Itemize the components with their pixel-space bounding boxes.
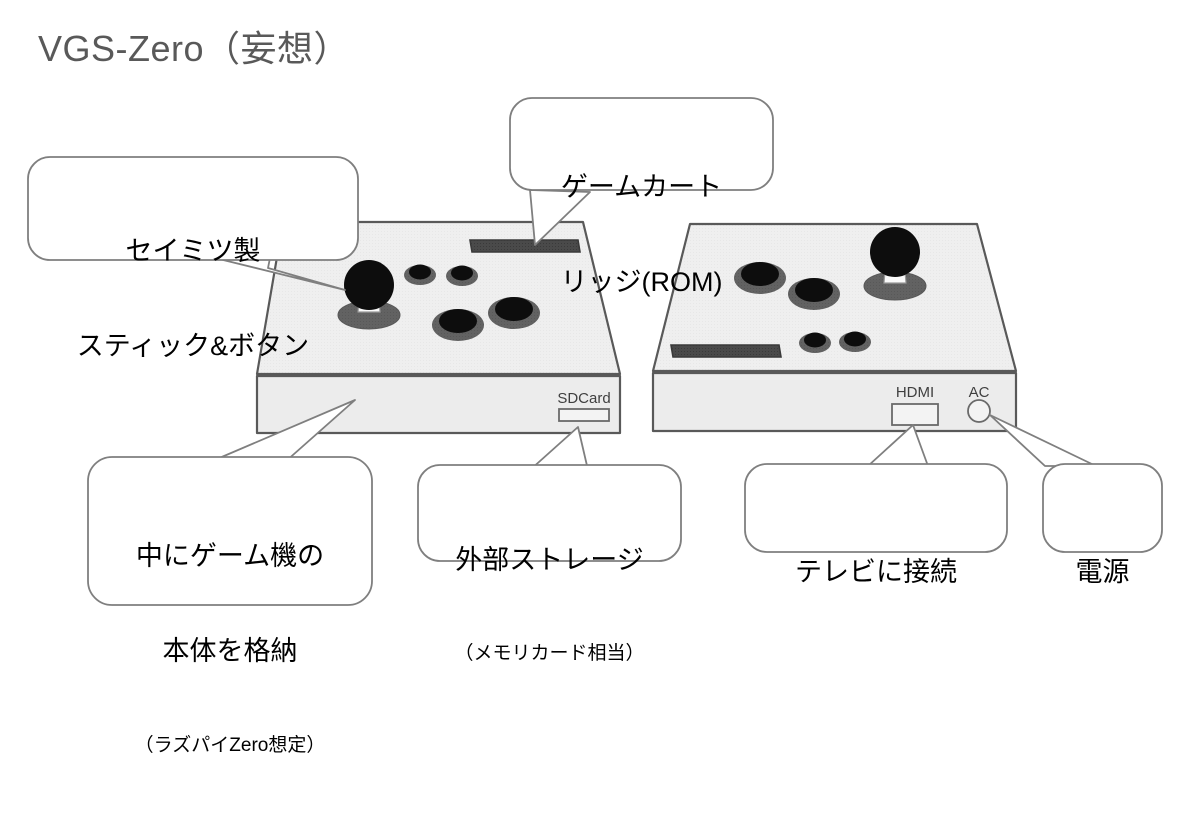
right-device	[651, 222, 1018, 433]
button-large-3-top[interactable]	[741, 262, 779, 286]
hdmi-port[interactable]	[891, 403, 939, 426]
button-small-3-top[interactable]	[804, 332, 826, 348]
callout-stick-and-buttons[interactable]	[27, 156, 359, 291]
left-device-front-panel	[255, 374, 622, 435]
button-small-1-top[interactable]	[409, 264, 431, 280]
callout-power-box[interactable]	[1042, 463, 1163, 553]
callout-game-cartridge-box[interactable]	[509, 97, 774, 191]
callout-sub-label: （メモリカード相当）	[454, 643, 645, 665]
callout-game-cartridge-tail	[529, 189, 591, 246]
callout-game-cartridge[interactable]	[509, 97, 774, 246]
cartridge-slot-right[interactable]	[670, 344, 782, 358]
callout-console-inside-box[interactable]	[87, 456, 373, 606]
callout-external-storage[interactable]	[417, 426, 682, 562]
button-small-2-top[interactable]	[451, 265, 473, 281]
left-device-top-face	[255, 220, 622, 376]
page-title: VGS-Zero（妄想）	[38, 28, 351, 69]
button-large-1-top[interactable]	[439, 309, 477, 333]
joystick-ball-right[interactable]	[870, 227, 920, 277]
ac-port[interactable]	[967, 399, 991, 423]
callout-tv-connection-box[interactable]	[744, 463, 1008, 553]
callout-power-tail	[989, 414, 1097, 467]
callout-stick-and-buttons-box[interactable]	[27, 156, 359, 261]
diagram-canvas: VGS-Zero（妄想） セイミツ製 スティック&ボタン ゲームカート リッジ(…	[27, 28, 1163, 756]
callout-console-inside[interactable]	[87, 399, 373, 606]
joystick-ball[interactable]	[344, 260, 394, 310]
button-large-2-top[interactable]	[495, 297, 533, 321]
callout-tv-connection[interactable]	[744, 424, 1008, 553]
device-illustration	[27, 97, 1163, 606]
sdcard-slot[interactable]	[558, 408, 610, 422]
callout-power[interactable]	[989, 414, 1163, 553]
callout-sub-label: （ラズパイZero想定）	[134, 734, 326, 756]
callout-line-2: 本体を格納	[162, 636, 298, 667]
right-device-front-panel	[651, 371, 1018, 433]
callout-external-storage-box[interactable]	[417, 464, 682, 562]
left-device	[255, 220, 622, 435]
cartridge-slot[interactable]	[469, 239, 581, 253]
button-large-4-top[interactable]	[795, 278, 833, 302]
button-small-4-top[interactable]	[844, 331, 866, 347]
